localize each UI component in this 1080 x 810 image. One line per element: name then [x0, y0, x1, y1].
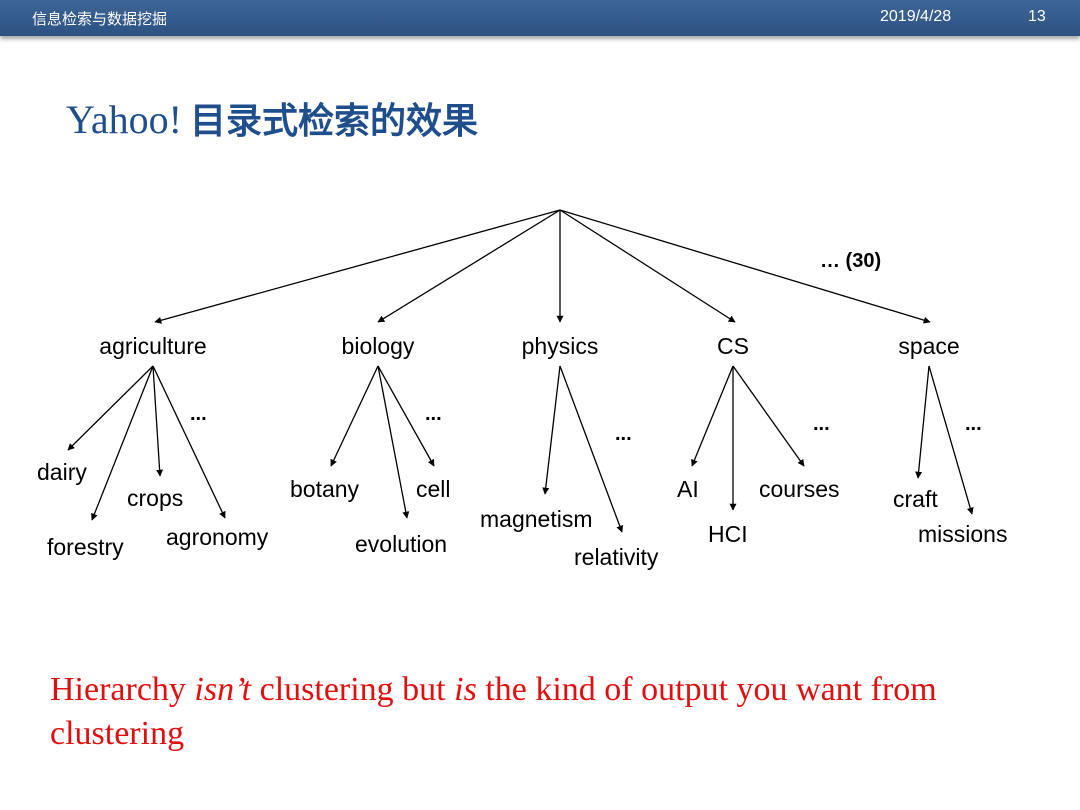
edge-root-space — [559, 209, 931, 324]
edge-root-agriculture — [154, 209, 561, 324]
category-space: space — [898, 333, 959, 359]
leaf-ai: AI — [677, 476, 699, 502]
edge-space-craft — [915, 365, 930, 479]
caption-text-2: clustering but — [251, 671, 455, 708]
edge-biology-cell — [377, 365, 435, 467]
leaf-relativity: relativity — [574, 544, 659, 570]
category-agriculture: agriculture — [99, 333, 206, 359]
ellipsis-markers: ... ... ... ... ... — [190, 403, 982, 445]
leaf-magnetism: magnetism — [480, 506, 592, 532]
ellipsis-cs: ... — [813, 413, 830, 435]
category-cs: CS — [717, 333, 749, 359]
child-edges — [67, 365, 974, 533]
title-cjk: 目录式检索的效果 — [189, 101, 478, 142]
leaf-labels: dairy crops forestry agronomy botany cel… — [37, 459, 1007, 570]
leaf-craft: craft — [893, 486, 938, 512]
leaf-crops: crops — [127, 485, 183, 511]
ellipsis-biology: ... — [425, 403, 442, 425]
edge-cs-ai — [691, 365, 734, 467]
more-categories-label: … (30) — [820, 250, 881, 272]
leaf-forestry: forestry — [47, 534, 124, 560]
title-latin: Yahoo! — [66, 97, 182, 142]
page-number: 13 — [1028, 8, 1046, 25]
leaf-agronomy: agronomy — [166, 524, 269, 550]
leaf-evolution: evolution — [355, 531, 447, 557]
edge-agriculture-agronomy — [152, 365, 226, 519]
course-title: 信息检索与数据挖掘 — [32, 10, 168, 28]
category-physics: physics — [522, 333, 599, 359]
edge-physics-magnetism — [542, 365, 561, 495]
edge-cs-courses — [732, 365, 805, 467]
category-biology: biology — [342, 333, 415, 359]
leaf-hci: HCI — [708, 521, 748, 547]
leaf-botany: botany — [290, 476, 360, 502]
leaf-missions: missions — [918, 521, 1007, 547]
edge-agriculture-dairy — [67, 365, 154, 451]
leaf-dairy: dairy — [37, 459, 87, 485]
edge-biology-botany — [330, 365, 379, 467]
edge-space-missions — [928, 365, 974, 515]
caption-text-1: Hierarchy — [50, 671, 195, 708]
root-edges — [154, 209, 931, 324]
header-bar: 信息检索与数据挖掘 2019/4/28 13 — [0, 0, 1080, 36]
slide-title: Yahoo! 目录式检索的效果 — [66, 92, 478, 144]
edge-root-biology — [377, 209, 561, 323]
caption-emphasis-isnt: isn’t — [194, 671, 252, 708]
edge-agriculture-crops — [152, 365, 164, 477]
ellipsis-physics: ... — [615, 423, 632, 445]
caption-text-3: the kind of output you want from cluster… — [50, 671, 937, 752]
edge-root-cs — [559, 209, 736, 323]
caption-emphasis-is: is — [454, 671, 477, 708]
leaf-courses: courses — [759, 476, 840, 502]
edge-biology-evolution — [377, 365, 410, 519]
caption: Hierarchy isn’t clustering but is the ki… — [50, 668, 1030, 756]
ellipsis-space: ... — [965, 413, 982, 435]
edge-agriculture-forestry — [91, 365, 154, 521]
edge-physics-relativity — [559, 365, 624, 533]
ellipsis-agriculture: ... — [190, 403, 207, 425]
leaf-cell: cell — [416, 476, 451, 502]
slide-date: 2019/4/28 — [880, 8, 952, 25]
